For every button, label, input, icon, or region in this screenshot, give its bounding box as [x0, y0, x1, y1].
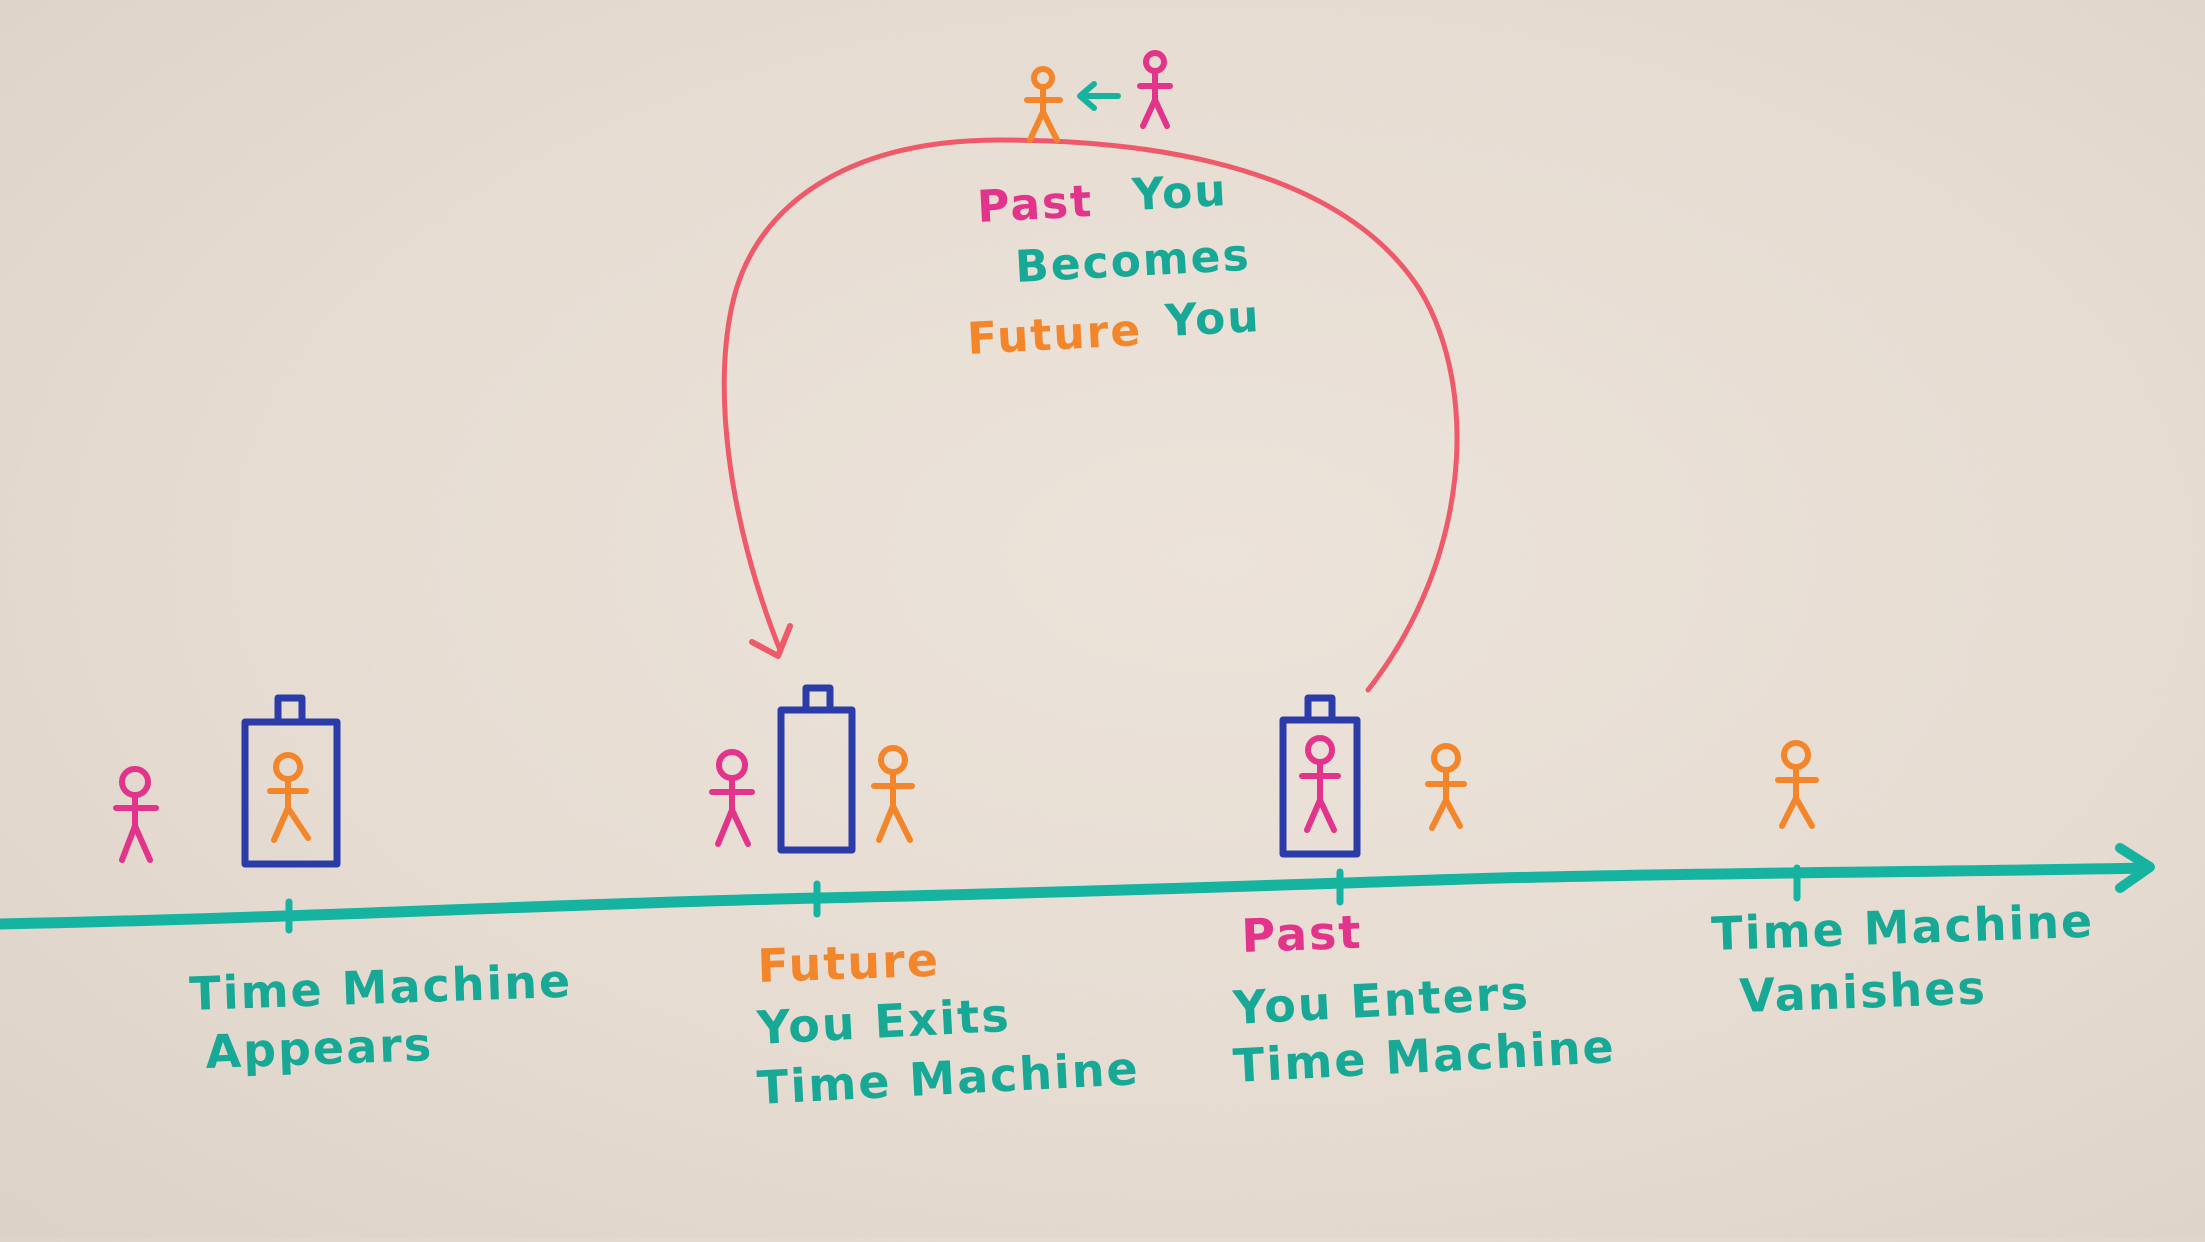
event-label: Time Machine Appears [188, 954, 572, 1079]
loop-label-future: Future [966, 305, 1144, 365]
stick-figure-icon [113, 766, 159, 863]
event-past-you-enters: Past You Enters Time Machine [1231, 694, 1617, 1093]
timeline [0, 843, 2155, 934]
loop-label-you-2: You [1163, 291, 1262, 347]
stick-figure-icon [1775, 740, 1819, 829]
event-3-line-1: Past [1240, 905, 1363, 963]
arrow-icon [1077, 81, 1121, 111]
stick-figure-icon [1024, 66, 1063, 143]
event-label: Future You Exits Time Machine [755, 933, 1141, 1115]
loop-label: Past You Becomes Future You [966, 165, 1262, 365]
stick-figure-icon [1299, 735, 1341, 833]
event-label: Past You Enters Time Machine [1231, 905, 1617, 1093]
time-machine-icon [777, 684, 856, 854]
event-label: Time Machine Vanishes [1710, 894, 2094, 1023]
stick-figure-icon [1137, 50, 1173, 129]
loop-label-past: Past [976, 176, 1094, 233]
stick-figure-icon [709, 749, 755, 847]
stick-figure-icon [871, 745, 915, 843]
stick-figure-icon [1425, 743, 1467, 831]
loop-label-you: You [1130, 165, 1229, 221]
loop-label-becomes: Becomes [1014, 230, 1252, 293]
arrow-icon [749, 623, 793, 659]
event-3-line-2: You Enters [1231, 966, 1531, 1036]
event-1-line-1: Time Machine [188, 954, 572, 1021]
stick-figure-icon [267, 752, 311, 843]
arrow-icon [2115, 843, 2155, 893]
event-machine-vanishes: Time Machine Vanishes [1710, 740, 2095, 1023]
time-machine-icon [1279, 694, 1361, 858]
event-machine-appears: Time Machine Appears [113, 694, 573, 1079]
timeline-line [0, 862, 2151, 930]
event-2-line-3: Time Machine [756, 1041, 1141, 1115]
event-4-line-2: Vanishes [1738, 960, 1987, 1023]
timeline-ticks [285, 864, 1801, 934]
swap-illustration [1024, 50, 1173, 143]
event-2-line-2: You Exits [755, 988, 1012, 1055]
time-machine-icon [241, 694, 341, 868]
event-2-line-1: Future [756, 933, 940, 993]
event-1-line-2: Appears [204, 1017, 434, 1079]
event-4-line-1: Time Machine [1710, 894, 2094, 961]
